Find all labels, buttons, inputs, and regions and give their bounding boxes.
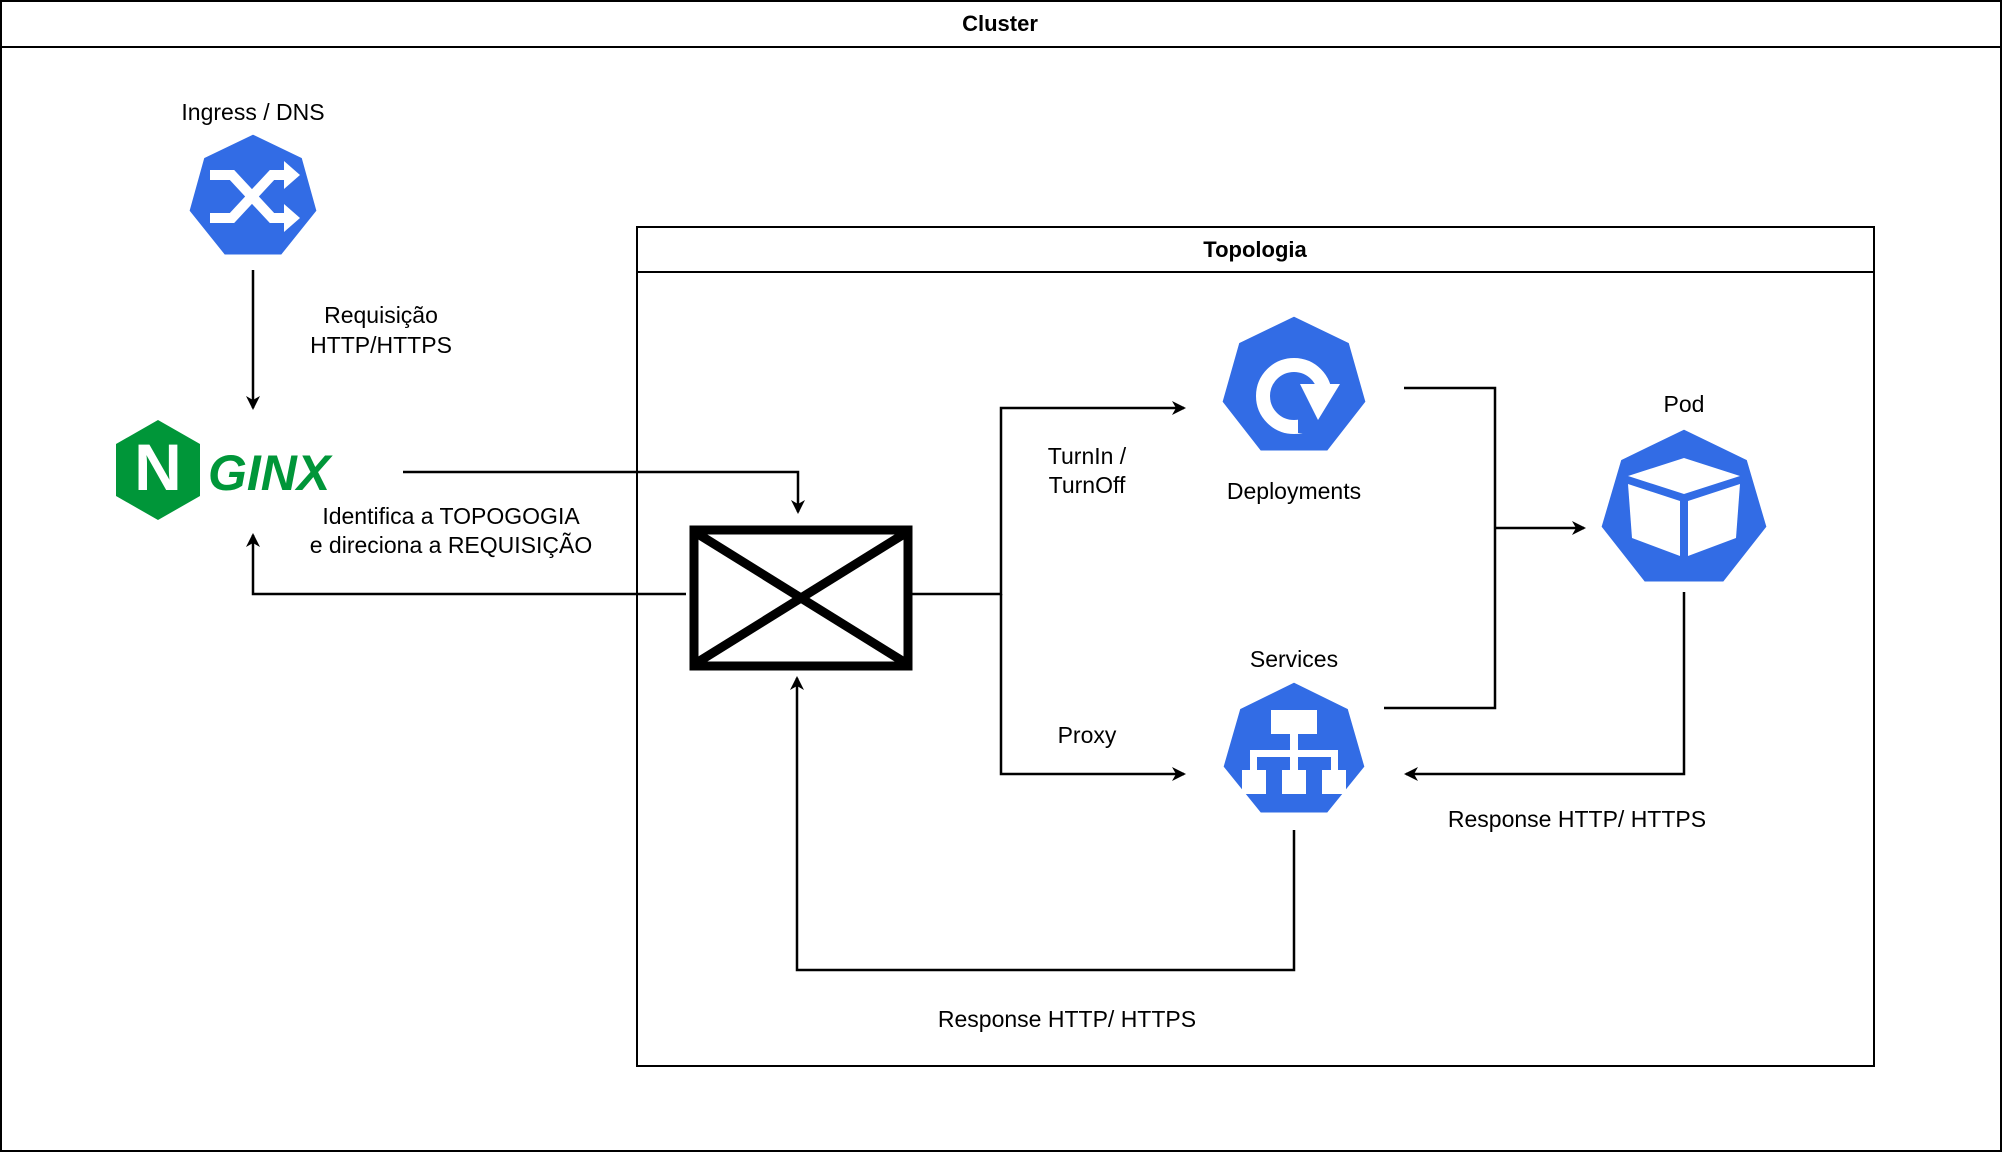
ingress-label: Ingress / DNS bbox=[181, 99, 324, 125]
kubernetes-service-icon bbox=[1220, 679, 1368, 816]
x-box-gateway-icon[interactable] bbox=[689, 525, 913, 671]
deployments-label: Deployments bbox=[1227, 478, 1361, 504]
nginx-logo-text: GINX bbox=[208, 445, 333, 501]
edge-gateway-to-deployments bbox=[912, 401, 1186, 596]
services-response-label: Response HTTP/ HTTPS bbox=[938, 1006, 1196, 1032]
edge-gateway-to-services bbox=[999, 594, 1186, 781]
pod-label: Pod bbox=[1664, 391, 1705, 417]
edge-nginx-to-gateway bbox=[403, 470, 805, 514]
request-label-line1: Requisição bbox=[324, 302, 438, 328]
deployments-node[interactable]: Deployments bbox=[1219, 313, 1369, 504]
edge-gateway-to-nginx bbox=[246, 533, 686, 596]
request-label-line2: HTTP/HTTPS bbox=[310, 332, 452, 358]
edge-pod-to-services bbox=[1404, 592, 1686, 781]
services-node[interactable]: Services bbox=[1220, 646, 1368, 816]
pod-response-label: Response HTTP/ HTTPS bbox=[1448, 806, 1706, 832]
cluster-title: Cluster bbox=[962, 11, 1038, 36]
turn-label-line2: TurnOff bbox=[1049, 472, 1126, 498]
turn-label-line1: TurnIn / bbox=[1048, 443, 1127, 469]
identify-label-line1: Identifica a TOPOGOGIA bbox=[322, 503, 580, 529]
kubernetes-pod-icon bbox=[1598, 426, 1770, 585]
kubernetes-deployment-icon bbox=[1219, 313, 1369, 454]
nginx-logo-first-letter: N bbox=[134, 430, 182, 504]
topology-title: Topologia bbox=[1203, 237, 1307, 262]
services-label: Services bbox=[1250, 646, 1338, 672]
identify-label-line2: e direciona a REQUISIÇÃO bbox=[310, 532, 593, 558]
connectors bbox=[246, 270, 1686, 972]
proxy-label: Proxy bbox=[1058, 722, 1117, 748]
pod-node[interactable]: Pod bbox=[1598, 391, 1770, 585]
kubernetes-ingress-icon bbox=[186, 131, 320, 258]
ingress-node[interactable]: Ingress / DNS bbox=[181, 99, 325, 258]
edge-merge-to-pod bbox=[1384, 386, 1497, 710]
nginx-logo[interactable]: N GINX bbox=[116, 420, 333, 520]
edge-services-to-gateway bbox=[790, 676, 1296, 972]
